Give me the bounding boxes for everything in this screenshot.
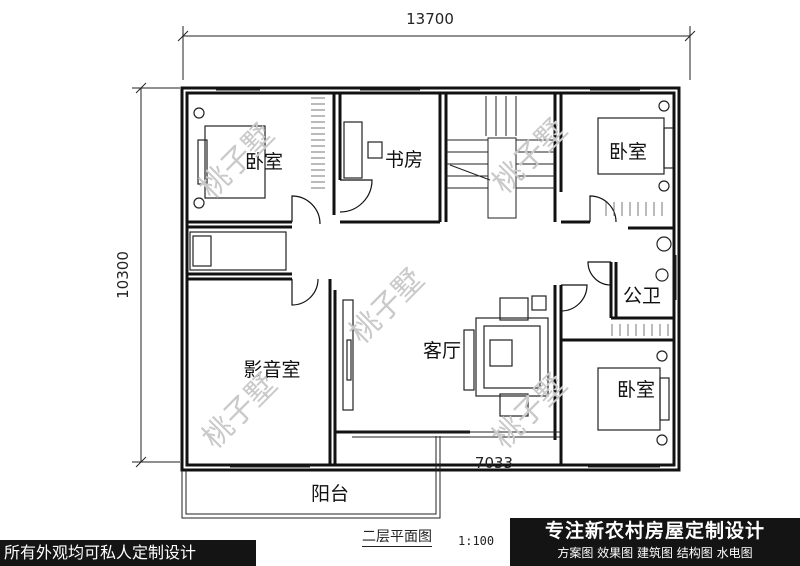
overall-width-label: 13700	[406, 10, 454, 28]
wardrobe-hatching	[311, 97, 669, 336]
desk	[343, 121, 363, 179]
room-label-balcony: 阳台	[311, 483, 349, 505]
closet-band	[189, 231, 287, 271]
bed-top-left	[204, 125, 266, 199]
staircase	[446, 96, 555, 219]
watermark: 桃子墅	[196, 367, 284, 455]
services-banner-title: 专注新农村房屋定制设计	[544, 520, 765, 542]
balcony-outline	[181, 431, 560, 519]
interior-walls	[187, 93, 674, 465]
partial-width-label: 7033	[475, 454, 513, 472]
sofa-set	[475, 317, 549, 397]
services-banner: 专注新农村房屋定制设计 方案图 效果图 建筑图 结构图 水电图	[510, 518, 800, 566]
toilet	[656, 236, 672, 252]
room-label-public-bathroom: 公卫	[623, 285, 661, 307]
tv-cabinet	[342, 299, 354, 411]
chair	[367, 141, 383, 159]
room-label-bedroom-top-left: 卧室	[245, 151, 283, 173]
door-swings	[291, 179, 617, 312]
customization-banner: 所有外观均可私人定制设计	[0, 540, 256, 566]
room-label-living-room: 客厅	[423, 340, 461, 362]
room-label-bedroom-top-right: 卧室	[609, 141, 647, 163]
furniture	[189, 100, 674, 446]
watermark: 桃子墅	[343, 262, 431, 350]
coffee-table	[489, 339, 513, 367]
windows	[216, 89, 677, 468]
room-label-theater-room: 影音室	[243, 359, 300, 381]
room-label-bedroom-bottom-right: 卧室	[617, 379, 655, 401]
services-banner-list: 方案图 效果图 建筑图 结构图 水电图	[557, 546, 753, 560]
dimension-lines	[132, 26, 696, 468]
overall-depth-label: 10300	[114, 251, 132, 299]
drawing-title: 二层平面图	[362, 526, 432, 547]
room-label-study: 书房	[385, 149, 423, 171]
drawing-scale: 1:100	[458, 534, 495, 548]
